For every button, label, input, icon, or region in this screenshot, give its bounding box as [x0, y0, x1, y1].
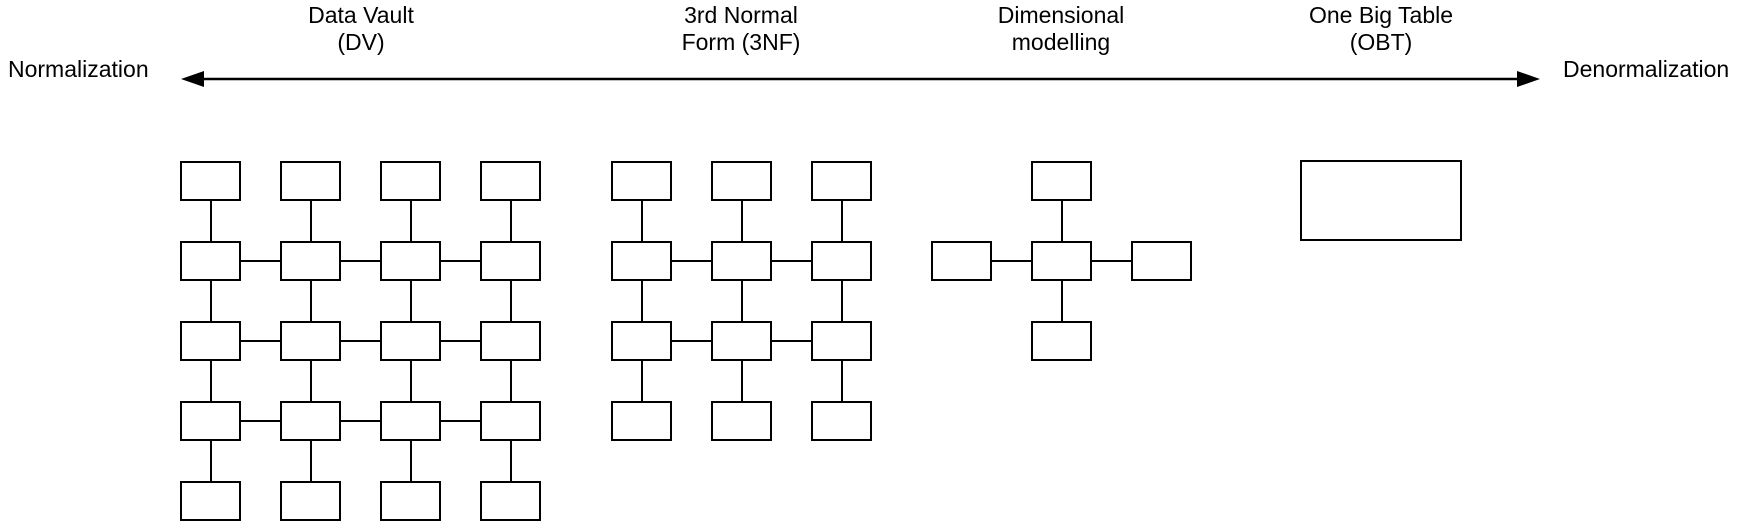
entity-box [611, 321, 672, 361]
entity-box [1300, 160, 1462, 241]
label-line: Data Vault [308, 2, 414, 28]
entity-box [1031, 161, 1092, 201]
entity-box [180, 161, 241, 201]
connector-line [409, 361, 412, 401]
label-line: One Big Table [1308, 2, 1454, 28]
entity-box [280, 241, 341, 281]
entity-box [180, 401, 241, 441]
connector-line [209, 201, 212, 241]
entity-box [1131, 241, 1192, 281]
entity-box [380, 161, 441, 201]
connector-line [840, 201, 843, 241]
entity-box [1031, 241, 1092, 281]
entity-box [611, 401, 672, 441]
entity-box [480, 241, 541, 281]
entity-box [480, 161, 541, 201]
connector-line [740, 281, 743, 321]
entity-box [380, 401, 441, 441]
connector-line [309, 201, 312, 241]
entity-box [280, 161, 341, 201]
label-line: 3rd Normal [684, 2, 798, 28]
connector-line [509, 281, 512, 321]
entity-box [611, 161, 672, 201]
connector-line [409, 441, 412, 481]
label-line: Dimensional [997, 2, 1125, 28]
connector-line [840, 361, 843, 401]
connector-line [309, 281, 312, 321]
entity-box [180, 481, 241, 521]
connector-line [640, 201, 643, 241]
entity-box [811, 161, 872, 201]
entity-box [380, 481, 441, 521]
dimensional-modelling-label: Dimensional modelling [961, 2, 1161, 56]
connector-line [740, 361, 743, 401]
connector-line [241, 260, 280, 262]
entity-box [380, 321, 441, 361]
connector-line [1060, 281, 1063, 321]
connector-line [209, 361, 212, 401]
connector-line [341, 260, 380, 262]
connector-line [309, 441, 312, 481]
data-vault-label: Data Vault (DV) [261, 2, 461, 56]
connector-line [509, 361, 512, 401]
connector-line [409, 281, 412, 321]
entity-box [811, 241, 872, 281]
entity-box [931, 241, 992, 281]
label-line: (OBT) [1349, 29, 1413, 55]
connector-line [640, 361, 643, 401]
connector-line [441, 260, 480, 262]
entity-box [480, 401, 541, 441]
entity-box [280, 321, 341, 361]
entity-box [611, 241, 672, 281]
entity-box [180, 241, 241, 281]
entity-box [711, 241, 772, 281]
connector-line [992, 260, 1031, 262]
entity-box [811, 401, 872, 441]
entity-box [480, 481, 541, 521]
connector-line [209, 281, 212, 321]
entity-box [280, 481, 341, 521]
one-big-table-label: One Big Table (OBT) [1281, 2, 1481, 56]
entity-box [811, 321, 872, 361]
connector-line [441, 340, 480, 342]
third-normal-form-label: 3rd Normal Form (3NF) [641, 2, 841, 56]
label-line: modelling [1011, 29, 1111, 55]
connector-line [409, 201, 412, 241]
entity-box [711, 161, 772, 201]
connector-line [241, 420, 280, 422]
denormalization-label: Denormalization [1563, 56, 1730, 82]
label-line: (DV) [337, 29, 385, 55]
entity-box [480, 321, 541, 361]
connector-line [672, 340, 711, 342]
connector-line [772, 260, 811, 262]
entity-box [380, 241, 441, 281]
connector-line [509, 441, 512, 481]
connector-line [309, 361, 312, 401]
connector-line [241, 340, 280, 342]
entity-box [180, 321, 241, 361]
connector-line [209, 441, 212, 481]
connector-line [672, 260, 711, 262]
entity-box [711, 401, 772, 441]
connector-line [341, 340, 380, 342]
entity-box [1031, 321, 1092, 361]
connector-line [1060, 201, 1063, 241]
connector-line [341, 420, 380, 422]
normalization-label: Normalization [8, 56, 149, 82]
label-line: Form (3NF) [681, 29, 801, 55]
connector-line [772, 340, 811, 342]
connector-line [740, 201, 743, 241]
connector-line [840, 281, 843, 321]
entity-box [280, 401, 341, 441]
entity-box [711, 321, 772, 361]
connector-line [640, 281, 643, 321]
connector-line [509, 201, 512, 241]
connector-line [1092, 260, 1131, 262]
connector-line [441, 420, 480, 422]
